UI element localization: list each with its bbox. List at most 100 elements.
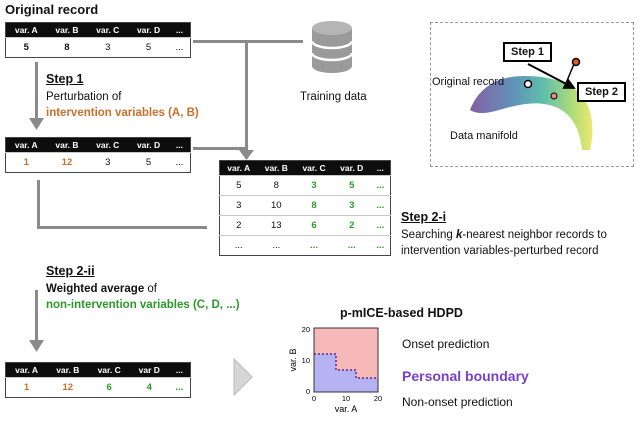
- cell: 2: [332, 215, 371, 236]
- y-axis-label: var. B: [288, 348, 298, 371]
- original-record-title: Original record: [5, 2, 99, 17]
- step1-line2: intervention variables (A, B): [46, 107, 199, 119]
- cell: ...: [168, 152, 191, 173]
- cell: ...: [257, 235, 296, 256]
- header-cell: var. A: [5, 362, 48, 378]
- header-cell: ...: [168, 137, 191, 153]
- cell: 10: [257, 195, 296, 216]
- header-cell: var. A: [5, 22, 47, 38]
- onset-prediction-label: Onset prediction: [402, 337, 490, 351]
- cell: 6: [88, 377, 130, 398]
- cell: 1: [5, 377, 48, 398]
- cell: ...: [168, 377, 191, 398]
- cell: 4: [129, 377, 169, 398]
- y-tick-0: 0: [306, 387, 310, 396]
- manifold-scatter: [470, 57, 593, 150]
- step2i-line1-post: -nearest neighbor records to: [462, 229, 607, 241]
- connector-line: [193, 147, 248, 150]
- cell: 3: [87, 37, 129, 58]
- cell: ...: [168, 37, 191, 58]
- cell: 12: [46, 152, 88, 173]
- table-row: 3 10 8 3 ...: [219, 195, 391, 216]
- manifold-original-label: Original record: [432, 76, 505, 88]
- header-cell: var. B: [257, 160, 296, 176]
- header-cell: ...: [168, 362, 191, 378]
- personal-boundary-line: [314, 353, 378, 379]
- cell: ...: [370, 235, 391, 256]
- cell: 3: [87, 152, 129, 173]
- table-row: ... ... ... ... ...: [219, 235, 391, 256]
- header-cell: var. B: [46, 137, 88, 153]
- cell: 5: [332, 175, 371, 196]
- step2i-line2: intervention variables-perturbed record: [401, 245, 599, 257]
- y-tick-20: 20: [302, 325, 310, 334]
- manifold-panel: [430, 22, 634, 167]
- table-row: 5 8 3 5 ...: [219, 175, 391, 196]
- header-cell: var D: [129, 362, 169, 378]
- header-cell: var. B: [47, 362, 89, 378]
- database-icon: [310, 21, 354, 73]
- header-cell: var. C: [295, 160, 333, 176]
- connector-line: [193, 40, 303, 43]
- cell: 5: [5, 37, 47, 58]
- nononset-region: [314, 354, 378, 392]
- cell: 8: [295, 195, 333, 216]
- cell: ...: [370, 175, 391, 196]
- training-data-label: Training data: [300, 91, 367, 103]
- arrow-down-icon: [29, 340, 44, 352]
- step1-table: var. A var. B var. C var. D ... 1 12 3 5…: [5, 137, 191, 173]
- cell: 5: [128, 37, 169, 58]
- header-cell: var. C: [87, 22, 129, 38]
- cell: 3: [219, 195, 258, 216]
- step2ii-table: var. A var. B var. C var D ... 1 12 6 4 …: [5, 362, 191, 398]
- cell: ...: [295, 235, 333, 256]
- manifold-data-label: Data manifold: [450, 130, 518, 142]
- step2i-title: Step 2-i: [401, 210, 447, 224]
- header-cell: var. C: [88, 362, 130, 378]
- x-tick-20: 20: [374, 394, 382, 403]
- arrow-down-icon: [29, 118, 44, 130]
- manifold-step1-label: Step 1: [503, 42, 553, 62]
- table-row: 5 8 3 5 ...: [5, 37, 191, 58]
- cell: 5: [128, 152, 169, 173]
- cell: ...: [332, 235, 371, 256]
- cell: ...: [370, 215, 391, 236]
- cell: 5: [219, 175, 258, 196]
- cell: 1: [5, 152, 47, 173]
- cell: 3: [332, 195, 371, 216]
- non-onset-prediction-label: Non-onset prediction: [402, 395, 513, 409]
- y-tick-10: 10: [302, 356, 310, 365]
- plot-frame: [313, 327, 379, 393]
- manifold-step2-label: Step 2: [577, 82, 627, 102]
- arrow-down-icon: [239, 150, 254, 160]
- connector-line: [35, 290, 38, 342]
- table-row: 1 12 6 4 ...: [5, 377, 191, 398]
- step2i-line1: Searching k-nearest neighbor records to: [401, 228, 607, 243]
- neighbors-table: var. A var. B var. C var. D ... 5 8 3 5 …: [219, 160, 391, 256]
- cell: ...: [219, 235, 258, 256]
- step2ii-line1-bold: Weighted average: [46, 283, 145, 295]
- cell: ...: [370, 195, 391, 216]
- connector-line: [35, 62, 38, 120]
- hdpd-plot: 20 10 0 0 10 20 var. A var. B: [288, 325, 382, 414]
- step2ii-line2: non-intervention variables (C, D, ...): [46, 299, 240, 311]
- connector-line: [37, 226, 207, 229]
- header-cell: ...: [168, 22, 191, 38]
- step2ii-title: Step 2-ii: [46, 264, 95, 278]
- hdpd-title: p-mICE-based HDPD: [340, 306, 463, 320]
- cell: 8: [257, 175, 296, 196]
- personal-boundary-label: Personal boundary: [402, 368, 529, 384]
- x-tick-10: 10: [342, 394, 350, 403]
- x-tick-0: 0: [312, 394, 316, 403]
- header-cell: var. C: [87, 137, 129, 153]
- cell: 2: [219, 215, 258, 236]
- header-cell: var. A: [219, 160, 258, 176]
- step2ii-line1: Weighted average of: [46, 282, 157, 297]
- step2ii-line1-rest: of: [144, 283, 158, 295]
- original-record-table: var. A var. B var. C var. D ... 5 8 3 5 …: [5, 22, 191, 58]
- header-cell: var. A: [5, 137, 47, 153]
- header-cell: var. B: [46, 22, 88, 38]
- step1-title: Step 1: [46, 72, 84, 86]
- header-cell: var. D: [128, 22, 169, 38]
- header-cell: var. D: [128, 137, 169, 153]
